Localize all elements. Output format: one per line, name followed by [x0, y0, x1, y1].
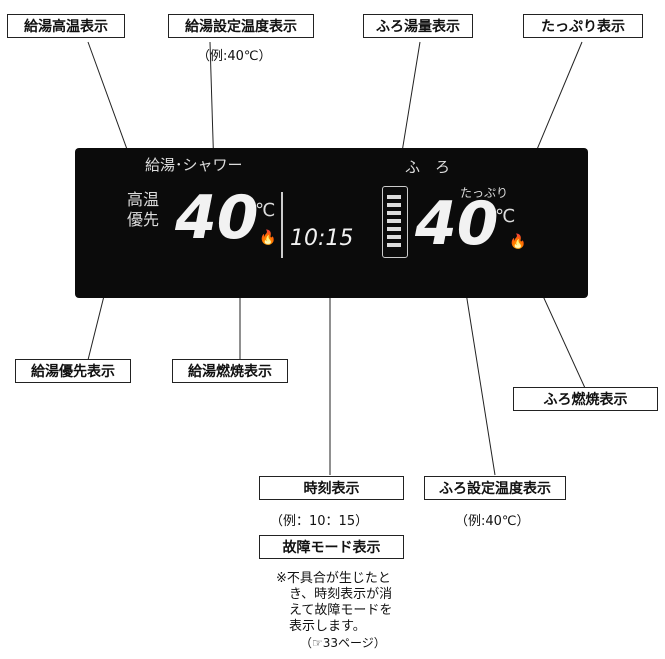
- kyuto-shower-title: 給湯･シャワー: [145, 156, 243, 174]
- label-furo-nensho: ふろ燃焼表示: [513, 387, 658, 411]
- furo-level-gauge: [382, 186, 408, 258]
- kyuto-example-note: （例:40℃）: [197, 49, 272, 64]
- footnote-line: えて故障モードを: [289, 603, 393, 618]
- label-kyuto-nensho: 給湯燃焼表示: [172, 359, 288, 383]
- time-example-note: （例：10：15）: [270, 514, 369, 529]
- label-furo-settei: ふろ設定温度表示: [424, 476, 566, 500]
- kyuto-unit: ℃: [255, 200, 276, 221]
- label-kyuto-koon: 給湯高温表示: [7, 14, 125, 38]
- footnote-line: 表示します。: [289, 619, 366, 634]
- footnote-line: （☞33ページ）: [300, 636, 386, 650]
- divider: [281, 192, 283, 258]
- kyuto-flame-icon: 🔥: [259, 230, 277, 246]
- footnote-line: き、時刻表示が消: [289, 587, 393, 602]
- label-tappuri: たっぷり表示: [523, 14, 643, 38]
- furo-title: ふ ろ: [405, 158, 451, 176]
- footnote-line: ※不具合が生じたと: [276, 571, 391, 586]
- label-kyuto-settei: 給湯設定温度表示: [168, 14, 314, 38]
- koon-indicator: 高温: [127, 190, 160, 209]
- furo-unit: ℃: [495, 206, 516, 227]
- label-kyuto-yusen: 給湯優先表示: [15, 359, 131, 383]
- yusen-indicator: 優先: [127, 210, 160, 229]
- clock-time: 10:15: [290, 226, 354, 251]
- kyuto-temperature: 40: [175, 183, 259, 253]
- furo-flame-icon: 🔥: [509, 234, 527, 250]
- furo-example-note: （例:40℃）: [455, 514, 530, 529]
- label-jikoku: 時刻表示: [259, 476, 404, 500]
- tappuri-indicator: たっぷり: [460, 186, 509, 200]
- label-kosho: 故障モード表示: [259, 535, 404, 559]
- footnote: ※不具合が生じたと き、時刻表示が消 えて故障モードを 表示します。 （☞33ペ…: [276, 571, 392, 651]
- furo-temperature: 40: [415, 189, 499, 259]
- lcd-panel: 給湯･シャワー 高温 優先 40 ℃ 🔥 10:15 ふ ろ たっぷり 40 ℃…: [75, 148, 588, 298]
- label-furo-yuryo: ふろ湯量表示: [363, 14, 473, 38]
